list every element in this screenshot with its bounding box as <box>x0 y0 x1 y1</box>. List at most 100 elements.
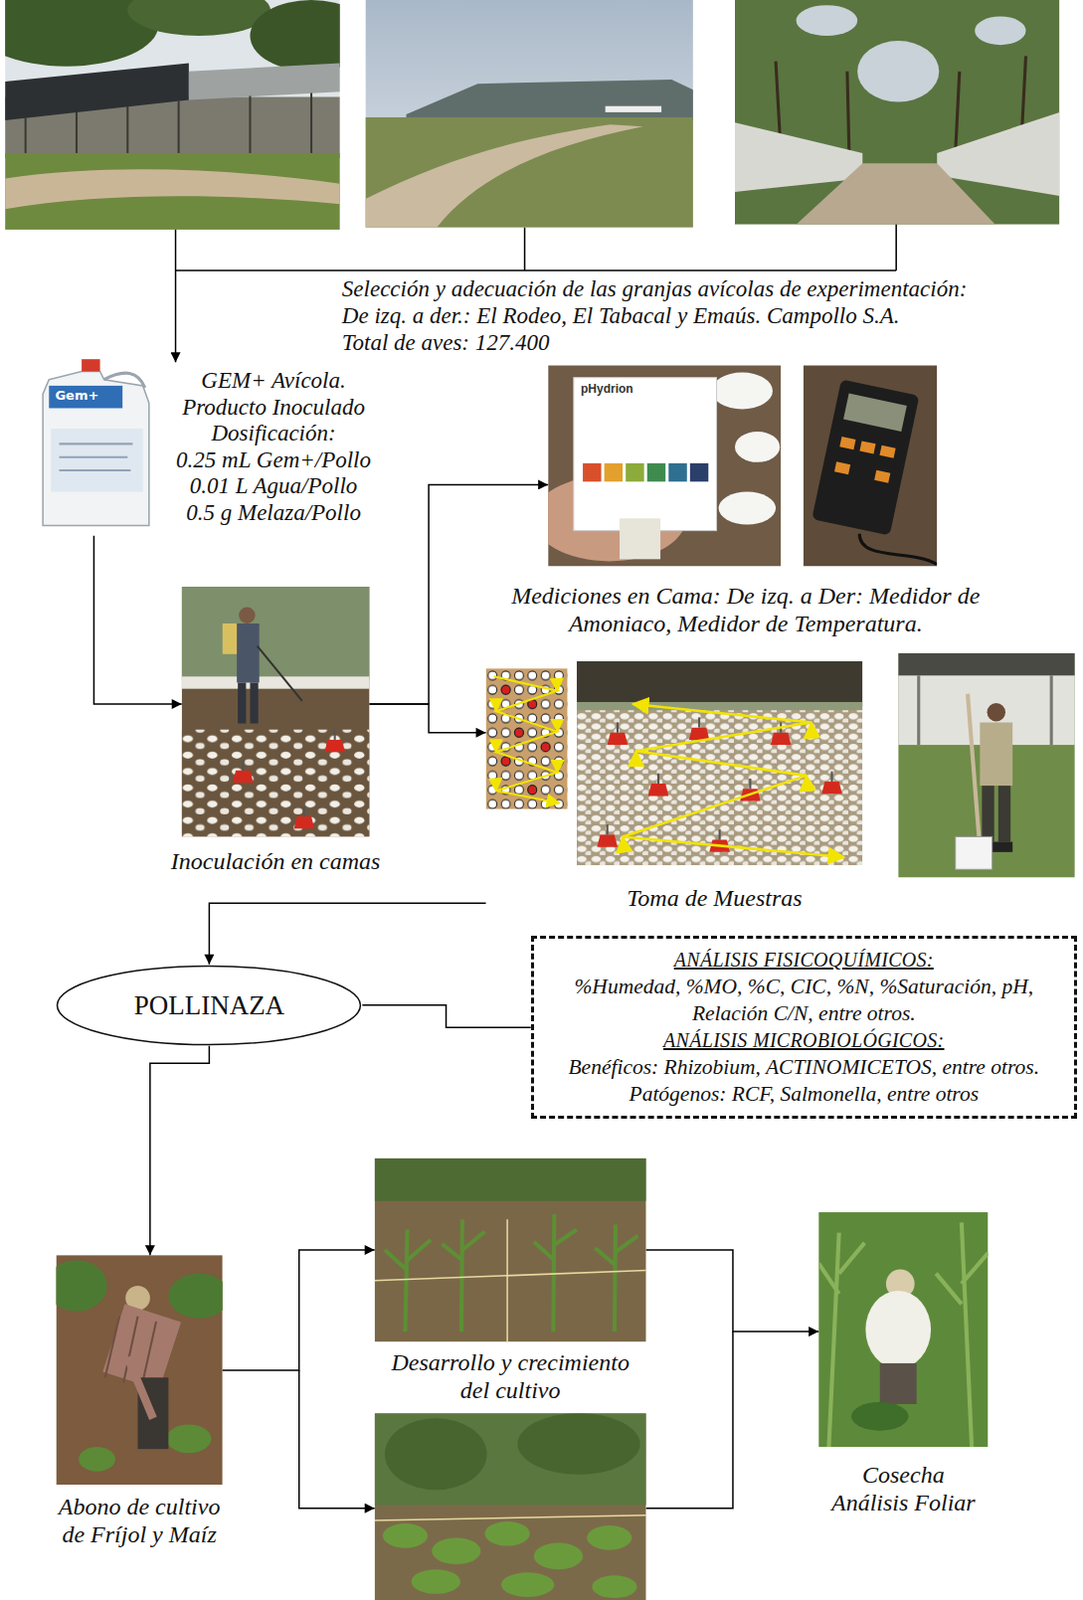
broiler-house-photo <box>576 661 863 866</box>
thermometer-photo <box>839 436 856 450</box>
merge-lines <box>176 269 898 272</box>
harvest-photo <box>851 1402 908 1432</box>
inoculation-photo <box>181 586 370 837</box>
harvest-photo <box>818 1212 988 1447</box>
connector-line <box>646 1250 819 1332</box>
crop-photo <box>441 1219 485 1332</box>
sampling-photo <box>898 653 1076 879</box>
product-bottle <box>81 359 100 371</box>
ph-meter-photo <box>668 463 687 482</box>
farm-photo <box>178 101 181 156</box>
node-text: GEM+ Avícola. <box>163 367 384 395</box>
photo-label: Gem+ <box>54 387 99 403</box>
node-text: Total de aves: 127.400 <box>342 329 967 357</box>
node-text: POLLINAZA <box>134 989 285 1022</box>
sampling-grid <box>494 676 560 803</box>
crop-photo <box>374 1158 647 1343</box>
node-text: Abono de cultivo de Fríjol y Maíz <box>49 1492 229 1549</box>
connector-line <box>175 229 178 362</box>
farm-photo <box>364 124 643 228</box>
fertilizing-photo <box>102 1303 181 1391</box>
broiler-house-photo <box>596 824 618 848</box>
text-holder: ANÁLISIS FISICOQUÍMICOS:%Humedad, %MO, %… <box>540 946 1069 1108</box>
sampling-photo <box>981 785 994 842</box>
broiler-house-photo <box>821 771 843 795</box>
fertilizing-photo <box>168 1273 230 1319</box>
inoculation-photo <box>232 759 254 783</box>
product-bottle <box>59 469 132 472</box>
merge-lines <box>895 224 898 271</box>
farm-photo <box>4 169 341 209</box>
connector-line <box>299 1370 375 1509</box>
inoculation-photo <box>181 586 370 681</box>
node-text: Mediciones en Cama: De izq. a Der: Medid… <box>497 581 995 638</box>
thermometer-photo <box>874 470 891 484</box>
fertilizing-photo <box>166 1425 211 1454</box>
harvest-photo <box>935 1222 988 1447</box>
farm-photo <box>847 71 850 159</box>
crop-photo <box>506 1219 509 1342</box>
sampling-photo <box>955 836 993 870</box>
farm-photo <box>75 112 78 156</box>
ph-meter-photo <box>533 364 781 566</box>
node-text: Producto Inoculado <box>163 394 384 422</box>
ph-meter-photo <box>619 518 661 559</box>
inoculation-photo <box>236 623 260 684</box>
crop-photo <box>374 1270 647 1281</box>
farm-photo <box>605 106 662 113</box>
inoculation-photo <box>238 607 255 624</box>
node-text: Análisis Foliar <box>798 1488 1009 1517</box>
section-heading: ANÁLISIS MICROBIOLÓGICOS: <box>540 1027 1069 1055</box>
text-holder: Inoculación en camas <box>132 847 418 876</box>
crop-photo <box>382 1523 428 1549</box>
ph-meter-photo <box>647 463 666 482</box>
node-text: 0.5 g Melaza/Pollo <box>163 500 384 528</box>
text-holder: Abono de cultivo de Fríjol y Maíz <box>49 1492 229 1549</box>
sampling-photo <box>998 785 1011 842</box>
node-text: Patógenos: RCF, Salmonella, entre otros <box>540 1081 1069 1108</box>
broiler-house-photo <box>607 722 629 746</box>
sampling-grid <box>528 785 538 795</box>
sampling-photo <box>1050 675 1054 745</box>
inoculation-photo <box>324 729 346 753</box>
crop-photo <box>374 1158 647 1343</box>
farm-photo <box>796 4 859 36</box>
node-text: Benéficos: Rhizobium, ACTINOMICETOS, ent… <box>540 1054 1069 1082</box>
crop-photo <box>374 1413 647 1505</box>
product-bottle <box>59 456 129 459</box>
crop-photo <box>374 1413 647 1600</box>
photo-node: Abono de cultivo de Fríjol y Maíz <box>55 1255 222 1485</box>
crop-photo <box>534 1543 583 1571</box>
farm-photo <box>249 0 372 72</box>
fertilizing-photo <box>45 1260 108 1311</box>
ph-meter-photo <box>582 463 601 482</box>
farm-photo <box>248 95 251 156</box>
farm-photo <box>955 71 960 154</box>
flow-connector <box>361 1005 531 1029</box>
ph-meter-photo <box>690 463 709 482</box>
sampling-grid <box>486 668 568 810</box>
fertilizing-photo <box>127 1357 154 1420</box>
flow-connector <box>646 1250 819 1509</box>
crop-photo <box>411 1569 461 1595</box>
product-bottle <box>42 359 150 526</box>
farm-photo <box>734 0 1060 225</box>
crop-photo <box>591 1575 637 1599</box>
sampling-photo <box>979 722 1013 787</box>
text-holder: Mediciones en Cama: De izq. a Der: Medid… <box>497 581 995 638</box>
text-holder: Desarrollo y crecimiento del cultivo <box>378 1348 643 1405</box>
crop-photo <box>384 1418 488 1490</box>
crop-photo <box>485 1521 531 1547</box>
thermometer-photo <box>803 364 937 566</box>
node-text: Desarrollo y crecimiento del cultivo <box>378 1348 643 1405</box>
crop-photo <box>431 1537 481 1565</box>
ph-meter-photo <box>719 492 776 526</box>
text-holder: POLLINAZA <box>55 964 362 1047</box>
fertilizing-photo <box>45 1255 230 1485</box>
farm-photo <box>25 92 312 156</box>
thermometer-photo <box>811 378 919 536</box>
inoculation-photo <box>294 806 316 830</box>
farm-photo <box>796 163 996 225</box>
fertilizing-photo <box>105 1316 120 1379</box>
